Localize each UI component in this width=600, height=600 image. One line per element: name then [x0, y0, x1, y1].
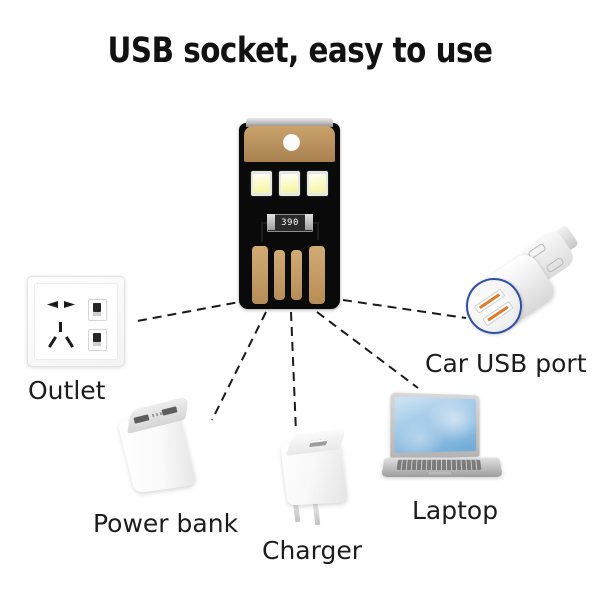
connector-line-charger [290, 311, 297, 433]
usb-contact-pad [291, 250, 302, 300]
laptop-trackpad [428, 471, 452, 475]
label-power-bank: Power bank [93, 509, 239, 538]
outlet-slot [48, 336, 57, 348]
connector-line-car-usb [342, 299, 467, 319]
laptop-keyboard [396, 459, 482, 470]
led-chip [251, 171, 272, 196]
pcb-trace [309, 222, 319, 224]
laptop-screen [394, 396, 476, 454]
connector-line-laptop [316, 311, 419, 389]
resistor: 390 [267, 214, 313, 232]
mounting-hole [283, 134, 300, 151]
connector-line-outlet [131, 299, 251, 323]
charger-prong [312, 502, 321, 526]
usb-contact-pad [274, 250, 285, 300]
led-chip [279, 171, 300, 196]
power-bank-icon [117, 395, 222, 500]
outlet-slot [64, 301, 75, 308]
wall-outlet-icon [27, 276, 125, 367]
outlet-ground-slot [59, 322, 62, 332]
usb-led-board: 390 [239, 118, 340, 309]
car-charger-icon [455, 224, 586, 345]
led-chip [307, 171, 328, 196]
outlet-slot [65, 336, 74, 348]
pcb-trace [317, 222, 319, 240]
label-outlet: Outlet [28, 376, 106, 405]
outlet-slot [47, 301, 58, 308]
laptop-lid [390, 392, 480, 460]
label-laptop: Laptop [412, 496, 499, 525]
usb-contact-pad [252, 246, 268, 304]
usb-contact-pad [309, 246, 325, 304]
laptop-icon [381, 392, 505, 494]
label-charger: Charger [262, 536, 362, 565]
resistor-code: 390 [281, 218, 299, 228]
pcb-trace [261, 222, 263, 242]
metal-lip [246, 118, 333, 127]
pcb-trace [261, 222, 269, 224]
wall-charger-icon [276, 428, 364, 532]
usb-port [88, 329, 107, 351]
label-car-usb-port: Car USB port [425, 349, 587, 378]
connector-line-power-bank [211, 311, 267, 421]
laptop-base [381, 457, 503, 477]
usb-port [88, 299, 107, 321]
page-title: USB socket, easy to use [107, 31, 493, 71]
outlet-faceplate [34, 283, 118, 360]
